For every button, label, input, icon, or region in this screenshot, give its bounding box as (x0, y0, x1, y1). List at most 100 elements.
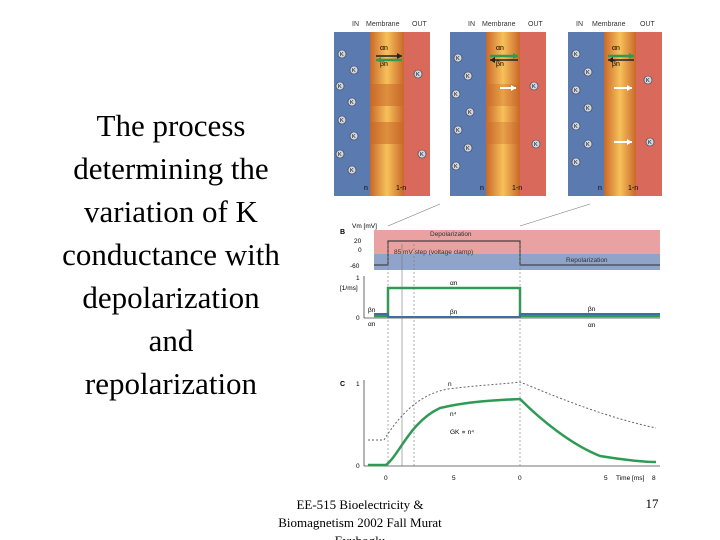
k-ion (349, 65, 359, 75)
header-out: OUT (412, 21, 428, 28)
k-ion (583, 103, 593, 113)
k-ion (347, 97, 357, 107)
footer-line: Eyuboglu (262, 532, 458, 540)
k-ion (337, 115, 347, 125)
k-ion (583, 67, 593, 77)
beta-n-label-right: βn (588, 306, 596, 313)
k-ion (463, 71, 473, 81)
rate-tick-0: 0 (356, 315, 360, 322)
k-ion (529, 81, 539, 91)
rate-axis-label: [1/ms] (340, 285, 358, 292)
k-ion (335, 81, 345, 91)
k-ion-label: K (574, 88, 578, 94)
x-tick-8: 8 (652, 475, 656, 482)
beta-n: βn (380, 61, 388, 68)
beta-n-label-left: βn (368, 307, 376, 314)
k-ion (643, 75, 653, 85)
k-ion-label: K (532, 84, 536, 90)
k-ion (571, 85, 581, 95)
k-ion-label: K (586, 106, 590, 112)
vm-axis-label: Vm [mV] (352, 223, 377, 230)
gate-n: n (364, 185, 368, 192)
beta-n: βn (612, 61, 620, 68)
k-ion (571, 157, 581, 167)
page-number: 17 (645, 496, 659, 511)
header-out: OUT (640, 21, 656, 28)
k-ion-label: K (340, 118, 344, 124)
footer-line: EE-515 Bioelectricity & (296, 497, 424, 512)
header-membrane: Membrane (366, 21, 400, 28)
k-ion-label: K (466, 74, 470, 80)
k-ion (463, 143, 473, 153)
k-ion-label: K (468, 110, 472, 116)
depolarization-label: Depolarization (430, 231, 472, 238)
step-label: 85 mV step (voltage clamp) (394, 249, 473, 256)
tick-minus-60: -60 (350, 263, 360, 270)
header-in: IN (352, 21, 359, 28)
slide-title: The process determining the variation of… (36, 104, 306, 405)
k-ion (413, 69, 423, 79)
c-tick-1: 1 (356, 381, 360, 388)
k-ion-label: K (466, 146, 470, 152)
k-ion-label: K (586, 70, 590, 76)
alpha-n: αn (612, 45, 620, 52)
k-ion-label: K (338, 84, 342, 90)
hodgkin-huxley-figure: A IN Membrane OUT αn βn n 1-n IN Membran… (334, 21, 662, 482)
beta-n-label: βn (450, 309, 458, 316)
panel-a: A IN Membrane OUT αn βn n 1-n IN Membran… (334, 21, 662, 196)
panel-c-label: C (340, 381, 345, 388)
title-line: determining the (73, 151, 269, 186)
title-line: variation of K (84, 194, 258, 229)
rate-tick-1: 1 (356, 275, 360, 282)
gate-1-n: 1-n (512, 185, 522, 192)
slide-footer: EE-515 Bioelectricity & Biomagnetism 200… (262, 496, 458, 540)
k-ion (583, 139, 593, 149)
panel-b: B Vm [mV] 20 0 -60 Depolarization 85 mV … (340, 223, 660, 329)
k-ion-label: K (350, 100, 354, 106)
timing-guides (387, 203, 591, 466)
k-ion (417, 149, 427, 159)
alpha-n: αn (496, 45, 504, 52)
k-ion (571, 121, 581, 131)
k-ion (465, 107, 475, 117)
k-ion-label: K (646, 78, 650, 84)
title-line: depolarization (82, 280, 260, 315)
tick-0: 0 (358, 247, 362, 254)
beta-n: βn (496, 61, 504, 68)
x-tick-5: 5 (452, 475, 456, 482)
alpha-n: αn (380, 45, 388, 52)
k-ion-label: K (338, 152, 342, 158)
title-line: The process (96, 108, 246, 143)
tick-20: 20 (354, 238, 362, 245)
k-ion (571, 49, 581, 59)
k-ion-label: K (586, 142, 590, 148)
gate-1-n: 1-n (628, 185, 638, 192)
k-ion-label: K (350, 168, 354, 174)
gate-n: n (480, 185, 484, 192)
k-ion (453, 125, 463, 135)
k-ion-label: K (648, 140, 652, 146)
n-curve-label: n (448, 381, 452, 388)
header-membrane: Membrane (592, 21, 626, 28)
k-ion-label: K (574, 124, 578, 130)
channel-closed: IN Membrane OUT αn βn n 1-n (334, 21, 430, 196)
k-ion-label: K (574, 160, 578, 166)
alpha-n-label-left: αn (368, 321, 376, 328)
gate-n: n (598, 185, 602, 192)
header-membrane: Membrane (482, 21, 516, 28)
alpha-n-label: αn (450, 280, 458, 287)
k-ion (531, 139, 541, 149)
k-ion-label: K (534, 142, 538, 148)
header-in: IN (468, 21, 475, 28)
k-ion (337, 49, 347, 59)
k-ion (451, 161, 461, 171)
k-ion-label: K (574, 52, 578, 58)
x-axis-unit: Time [ms] (616, 475, 644, 482)
title-line: and (148, 323, 194, 358)
x-tick-0: 0 (384, 475, 388, 482)
header-out: OUT (528, 21, 544, 28)
k-ion-label: K (456, 128, 460, 134)
x-tick-5b: 5 (604, 475, 608, 482)
k-ion (349, 131, 359, 141)
